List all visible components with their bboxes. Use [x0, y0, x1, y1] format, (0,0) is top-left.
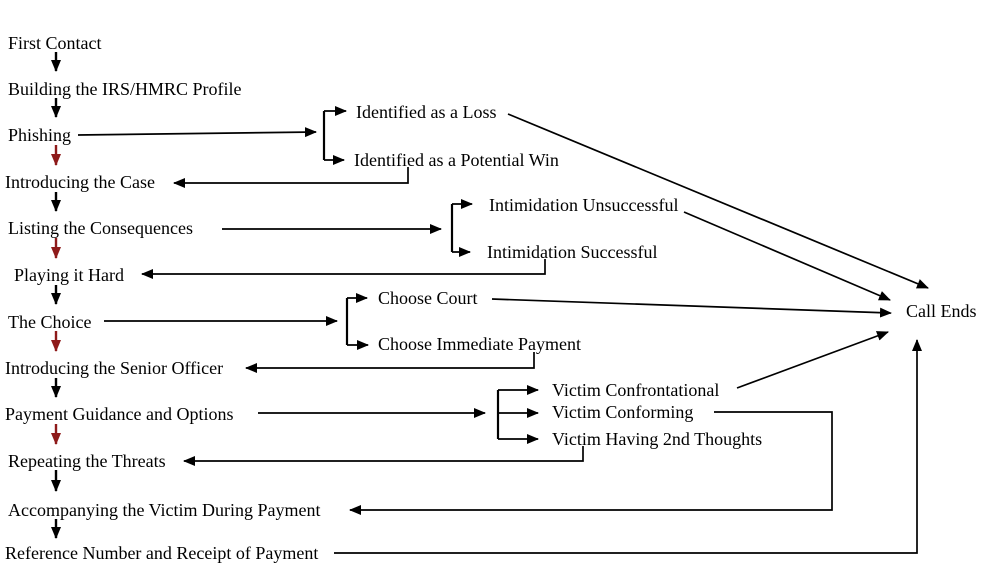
node-choose-court: Choose Court: [378, 288, 478, 308]
node-introducing-case: Introducing the Case: [5, 172, 155, 192]
node-identified-win: Identified as a Potential Win: [354, 150, 559, 170]
node-intimidation-unsuccessful: Intimidation Unsuccessful: [489, 195, 678, 215]
edge-successful-to-playinghard: [141, 259, 546, 279]
edge-loss-to-callends: [507, 113, 929, 289]
edge-court-to-callends: [491, 298, 892, 318]
node-payment-guidance: Payment Guidance and Options: [5, 404, 233, 424]
node-phishing: Phishing: [8, 125, 71, 145]
edge-confrontational-to-callends: [736, 331, 889, 389]
node-victim-2nd-thoughts: Victim Having 2nd Thoughts: [552, 429, 762, 449]
node-accompanying-victim: Accompanying the Victim During Payment: [8, 500, 321, 520]
node-choose-payment: Choose Immediate Payment: [378, 334, 581, 354]
node-playing-hard: Playing it Hard: [14, 265, 124, 285]
node-intimidation-successful: Intimidation Successful: [487, 242, 657, 262]
branch-edges: [77, 106, 929, 554]
edge-potentialwin-to-case: [173, 167, 409, 188]
node-call-ends: Call Ends: [906, 301, 977, 321]
node-repeating-threats: Repeating the Threats: [8, 451, 166, 471]
node-reference-receipt: Reference Number and Receipt of Payment: [5, 543, 318, 563]
node-victim-conforming: Victim Conforming: [552, 402, 693, 422]
edge-2ndthoughts-to-threats: [183, 446, 584, 466]
node-listing-consequences: Listing the Consequences: [8, 218, 193, 238]
node-victim-confrontational: Victim Confrontational: [552, 380, 719, 400]
node-first-contact: First Contact: [8, 33, 102, 53]
node-the-choice: The Choice: [8, 312, 91, 332]
node-identified-loss: Identified as a Loss: [356, 102, 496, 122]
node-building-profile: Building the IRS/HMRC Profile: [8, 79, 242, 99]
node-senior-officer: Introducing the Senior Officer: [5, 358, 223, 378]
edge-unsuccessful-to-callends: [683, 211, 891, 301]
edge-conforming-to-accompanying: [349, 411, 833, 515]
edge-phishing-to-bracket: [77, 127, 317, 138]
node-labels: First Contact Building the IRS/HMRC Prof…: [5, 33, 977, 563]
edge-reference-to-callends: [334, 339, 922, 554]
edge-immediatepayment-to-seniorofficer: [245, 352, 535, 373]
